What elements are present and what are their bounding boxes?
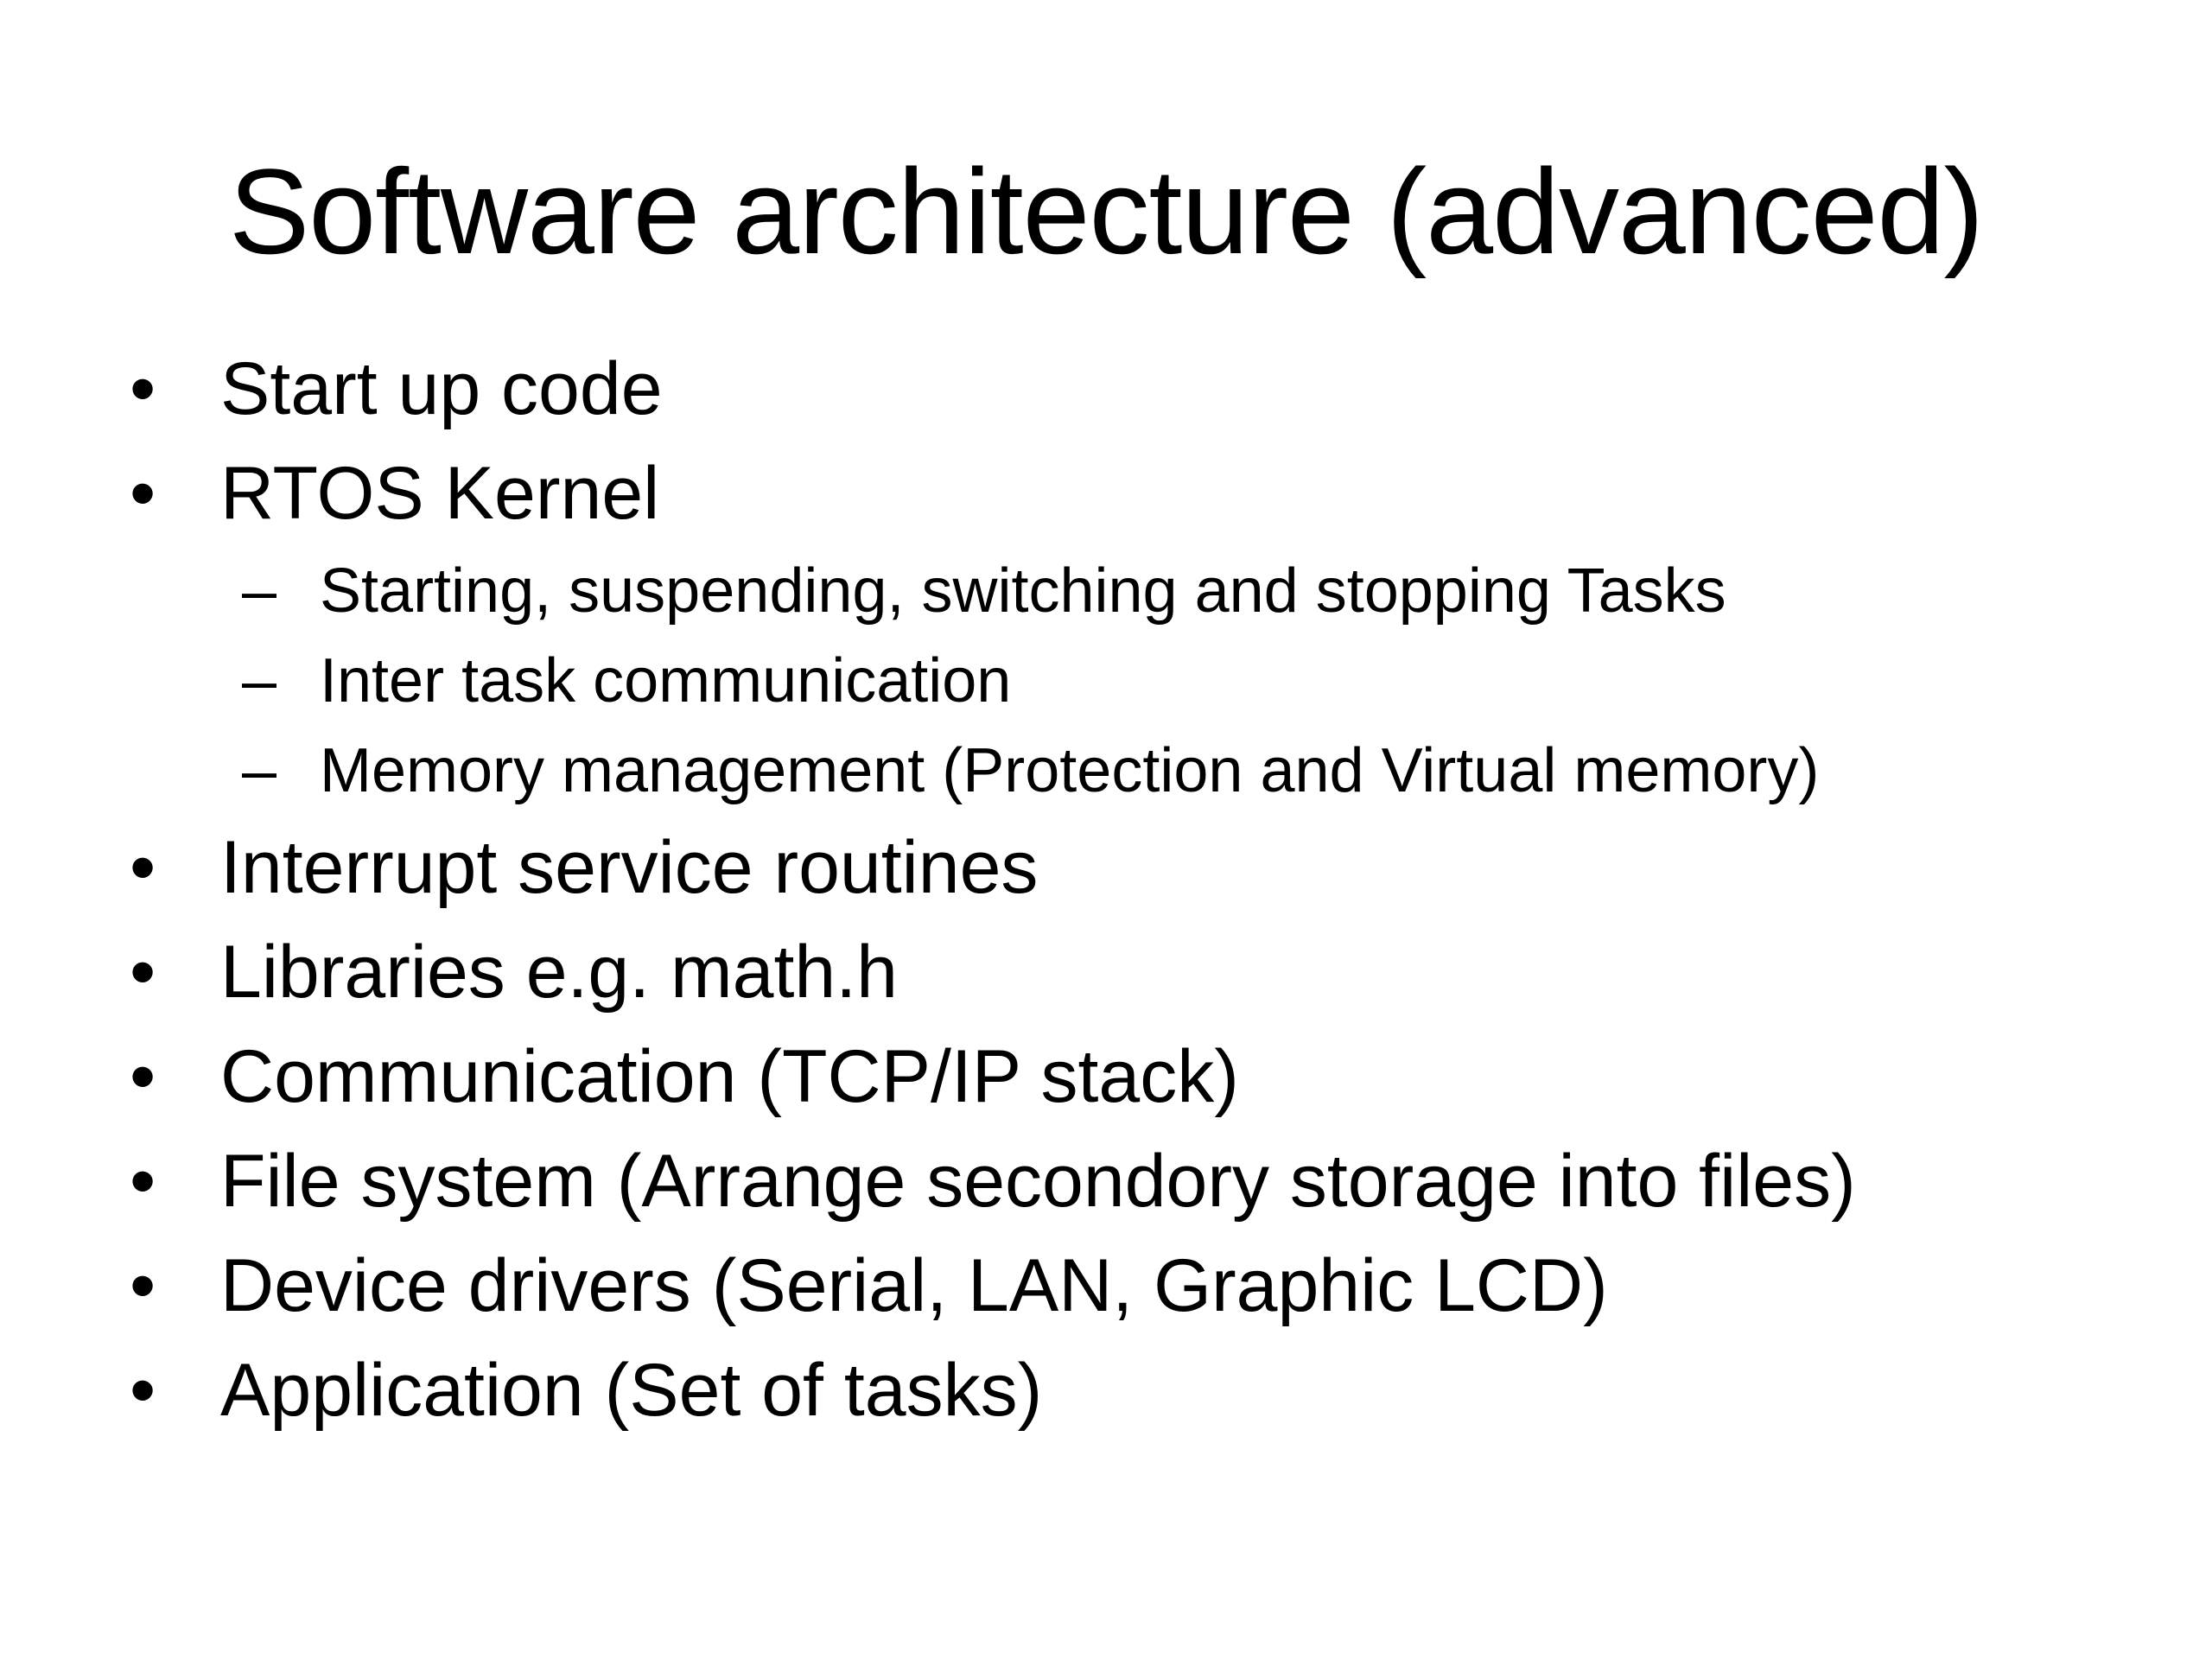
dash-icon: – xyxy=(242,556,277,626)
list-item-text: RTOS Kernel xyxy=(220,452,660,535)
sub-item-text: Memory management (Protection and Virtua… xyxy=(320,736,1820,805)
list-item-text: Application (Set of tasks) xyxy=(220,1349,1043,1432)
bullet-icon: • xyxy=(130,826,156,909)
list-item-startup-code: • Start up code xyxy=(130,337,2117,442)
bullet-icon: • xyxy=(130,1035,156,1118)
rtos-sublist-container: – Starting, suspending, switching and st… xyxy=(130,546,2117,816)
bullet-icon: • xyxy=(130,347,156,430)
bullet-list: • Start up code • RTOS Kernel – Starting… xyxy=(130,337,2117,1443)
list-item-file-system: • File system (Arrange secondory storage… xyxy=(130,1129,2117,1234)
list-item-text: Device drivers (Serial, LAN, Graphic LCD… xyxy=(220,1244,1608,1327)
sub-item-text: Starting, suspending, switching and stop… xyxy=(320,556,1726,626)
bullet-icon: • xyxy=(130,1140,156,1223)
sub-item-memory: – Memory management (Protection and Virt… xyxy=(130,726,2117,816)
list-item-libraries: • Libraries e.g. math.h xyxy=(130,920,2117,1025)
sub-item-tasks: – Starting, suspending, switching and st… xyxy=(130,546,2117,636)
list-item-text: Start up code xyxy=(220,347,663,430)
dash-icon: – xyxy=(242,646,277,715)
list-item-rtos-kernel: • RTOS Kernel xyxy=(130,442,2117,546)
sub-item-text: Inter task communication xyxy=(320,646,1012,715)
bullet-icon: • xyxy=(130,931,156,1014)
dash-icon: – xyxy=(242,736,277,805)
rtos-sublist: – Starting, suspending, switching and st… xyxy=(130,546,2117,816)
list-item-application: • Application (Set of tasks) xyxy=(130,1338,2117,1443)
bullet-icon: • xyxy=(130,452,156,535)
list-item-text: Interrupt service routines xyxy=(220,826,1039,909)
bullet-icon: • xyxy=(130,1244,156,1327)
slide-title: Software architecture (advanced) xyxy=(228,143,1984,279)
list-item-text: Communication (TCP/IP stack) xyxy=(220,1035,1239,1118)
sub-item-communication: – Inter task communication xyxy=(130,636,2117,726)
list-item-isr: • Interrupt service routines xyxy=(130,816,2117,920)
list-item-text: Libraries e.g. math.h xyxy=(220,931,898,1014)
list-item-communication: • Communication (TCP/IP stack) xyxy=(130,1025,2117,1129)
list-item-device-drivers: • Device drivers (Serial, LAN, Graphic L… xyxy=(130,1234,2117,1338)
list-item-text: File system (Arrange secondory storage i… xyxy=(220,1140,1856,1223)
bullet-icon: • xyxy=(130,1349,156,1432)
